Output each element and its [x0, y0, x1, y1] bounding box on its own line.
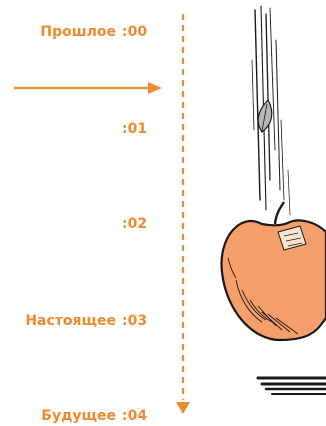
leaf-icon [258, 100, 272, 132]
marker-03-time: :03 [122, 313, 147, 329]
arrow-right-icon [14, 82, 162, 94]
marker-00-time: :00 [122, 24, 147, 40]
marker-past-label: Прошлое [0, 24, 116, 40]
marker-01-time: :01 [122, 121, 147, 137]
marker-04-time: :04 [122, 408, 147, 424]
apple-icon [222, 202, 326, 340]
marker-present-label: Настоящее [0, 313, 116, 329]
marker-future-label: Будущее [0, 408, 116, 424]
marker-02-time: :02 [122, 216, 147, 232]
timeline-arrowhead [176, 402, 190, 414]
ground-shadow-icon [258, 378, 326, 394]
